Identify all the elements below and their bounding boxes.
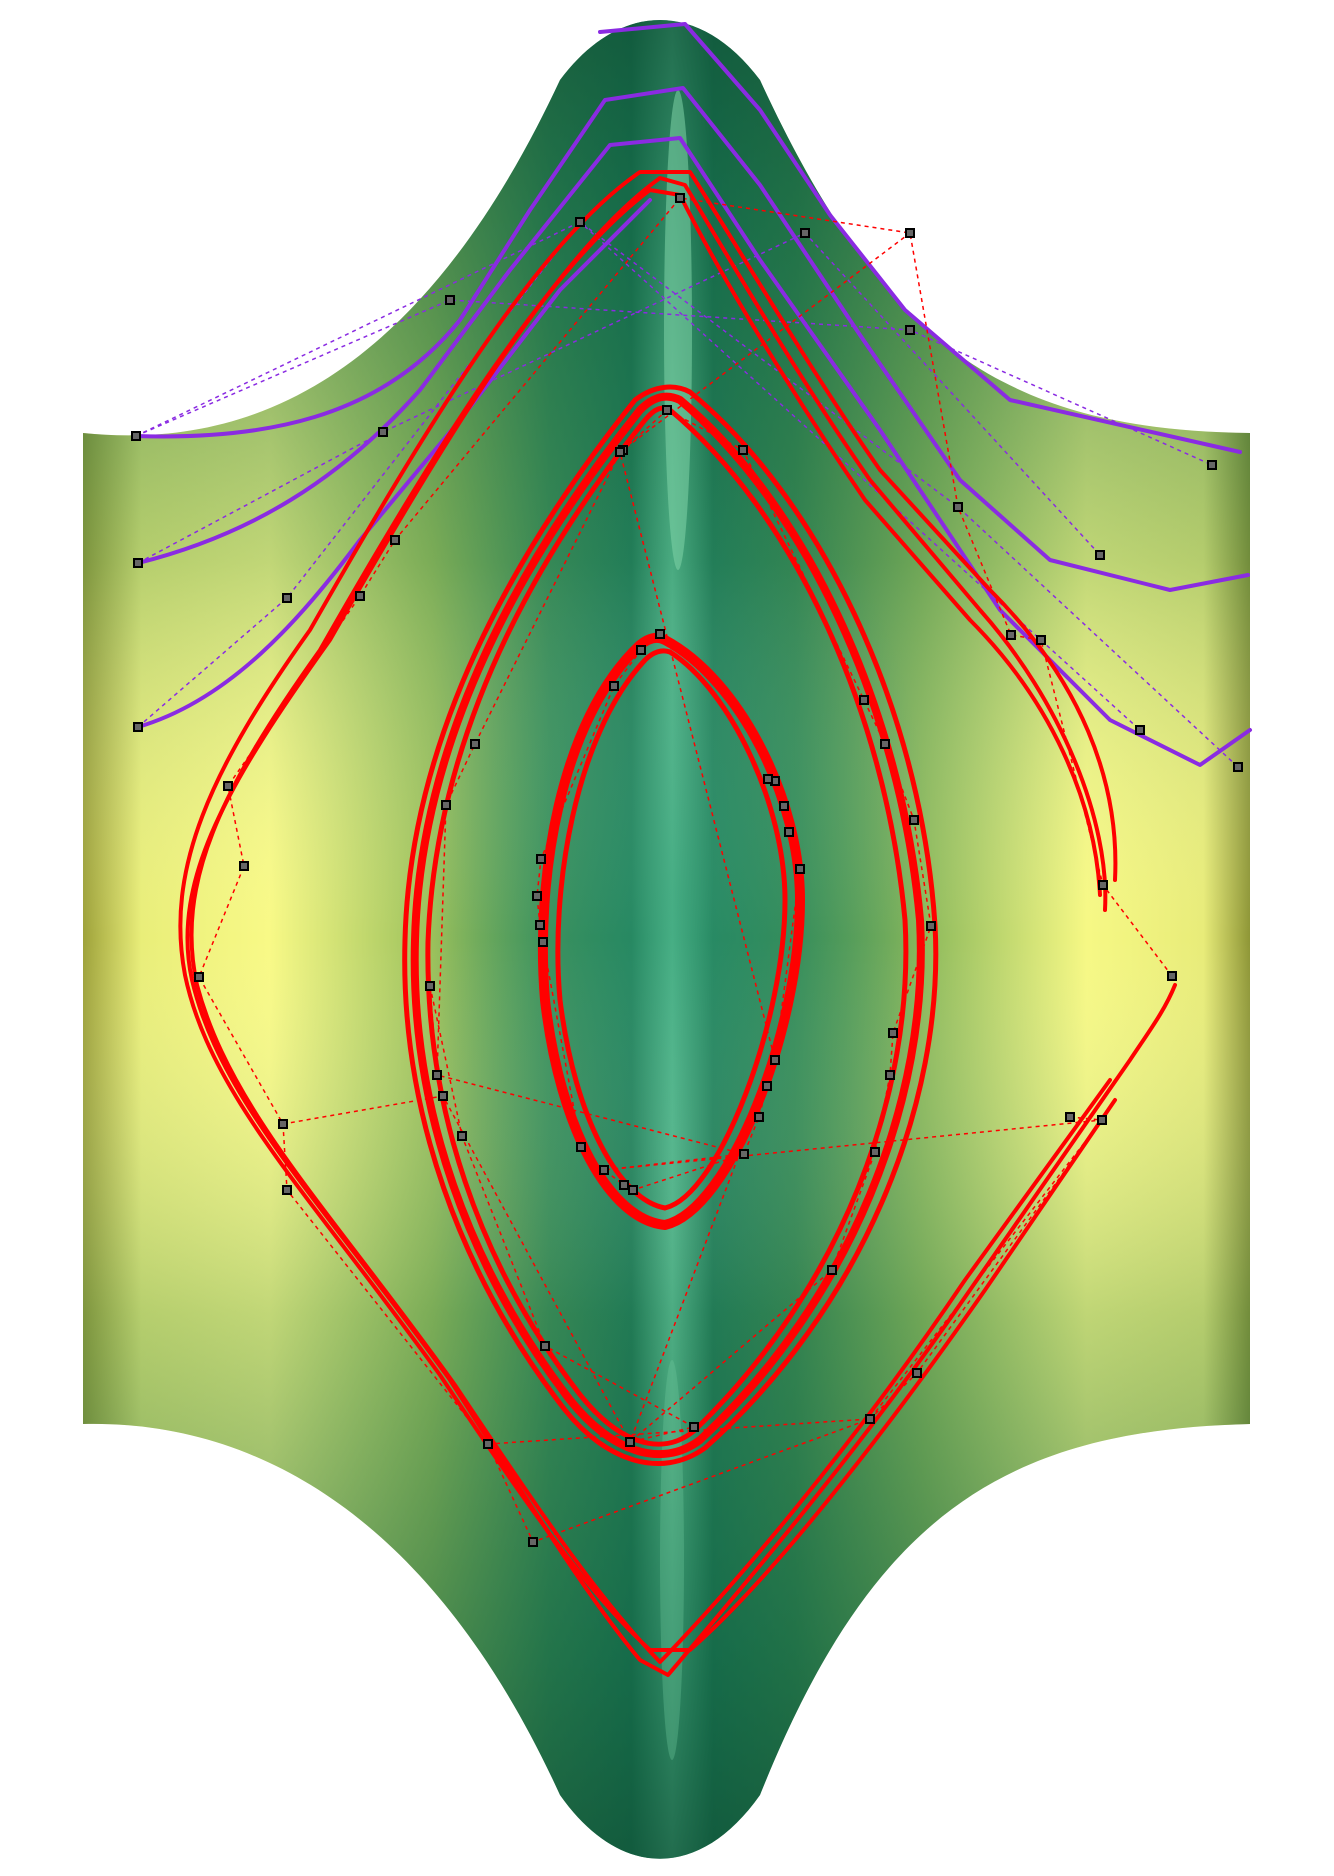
control-point-marker xyxy=(528,1537,538,1547)
control-point-marker xyxy=(912,1368,922,1378)
control-point-marker xyxy=(133,558,143,568)
control-point-marker xyxy=(880,739,890,749)
control-point-marker xyxy=(470,739,480,749)
control-point-marker xyxy=(763,774,773,784)
surface-basin-glow xyxy=(392,400,952,1440)
control-point-marker xyxy=(770,1055,780,1065)
control-point-marker xyxy=(457,1131,467,1141)
control-point-marker xyxy=(655,629,665,639)
control-point-marker xyxy=(609,681,619,691)
red-curves xyxy=(178,170,1177,1677)
red-control-polygon xyxy=(536,633,801,1191)
purple-curve xyxy=(134,86,1250,592)
control-point-marker xyxy=(762,1081,772,1091)
control-point-marker xyxy=(194,972,204,982)
control-point-marker xyxy=(827,1265,837,1275)
control-point-marker xyxy=(599,1165,609,1175)
purple-control-polygon xyxy=(135,221,1239,768)
control-point-marker xyxy=(619,1180,629,1190)
control-point-marker xyxy=(223,781,233,791)
control-point-marker xyxy=(1065,1112,1075,1122)
control-point-marker xyxy=(438,1091,448,1101)
control-point-marker xyxy=(575,217,585,227)
control-point-marker xyxy=(1095,550,1105,560)
red-outer-curve xyxy=(178,170,1118,1652)
control-point-marker xyxy=(795,864,805,874)
control-point-marker xyxy=(1006,630,1016,640)
control-point-marker xyxy=(909,815,919,825)
control-point-marker xyxy=(625,1437,635,1447)
purple-control-polygon xyxy=(135,299,1213,466)
control-point-marker xyxy=(540,1341,550,1351)
control-point-marker xyxy=(483,1439,493,1449)
control-point-marker xyxy=(953,502,963,512)
red-inner-loop xyxy=(537,632,805,1230)
purple-curve xyxy=(598,22,1242,454)
control-point-marker xyxy=(532,891,542,901)
control-point-marker xyxy=(282,593,292,603)
control-point-marker xyxy=(800,228,810,238)
control-point-marker xyxy=(131,431,141,441)
red-middle-loop xyxy=(425,405,909,1447)
control-point-marker xyxy=(278,1119,288,1129)
control-point-marker xyxy=(355,591,365,601)
surface-ridge-highlight-lower xyxy=(660,1360,684,1760)
control-point-marker xyxy=(1098,880,1108,890)
control-point-marker xyxy=(538,937,548,947)
control-point-marker xyxy=(536,854,546,864)
red-control-polygon xyxy=(436,1074,1104,1445)
control-point-marker xyxy=(1036,635,1046,645)
control-point-marker xyxy=(689,1422,699,1432)
control-point-marker xyxy=(390,535,400,545)
control-point-marker xyxy=(675,193,685,203)
purple-control-polygons xyxy=(135,220,1239,768)
control-point-marker xyxy=(885,1070,895,1080)
red-control-polygon xyxy=(282,232,911,1444)
control-point-marker xyxy=(282,1185,292,1195)
red-middle-loop xyxy=(410,392,925,1459)
control-point-marker xyxy=(870,1147,880,1157)
control-point-marker xyxy=(1167,971,1177,981)
control-point-marker xyxy=(432,1070,442,1080)
control-point-marker xyxy=(754,1112,764,1122)
purple-control-polygon xyxy=(137,232,1101,564)
control-point-marker xyxy=(926,921,936,931)
control-point-marker xyxy=(888,1028,898,1038)
purple-control-polygon xyxy=(137,220,1141,731)
control-point-marker xyxy=(576,1142,586,1152)
surface-ridge-highlight xyxy=(664,90,692,570)
control-point-marker xyxy=(441,800,451,810)
control-point-marker xyxy=(739,1149,749,1159)
control-point-marker xyxy=(859,695,869,705)
control-point-marker xyxy=(905,228,915,238)
control-point-marker xyxy=(738,445,748,455)
control-point-marker xyxy=(1135,725,1145,735)
control-point-marker xyxy=(615,447,625,457)
control-point-marker xyxy=(445,295,455,305)
control-point-marker xyxy=(1097,1115,1107,1125)
control-point-marker xyxy=(378,427,388,437)
control-point-marker xyxy=(779,801,789,811)
red-control-polygons xyxy=(198,197,1173,1543)
purple-curve xyxy=(136,136,1252,767)
red-outer-curve xyxy=(185,176,1177,1677)
control-point-marker xyxy=(662,405,672,415)
control-point-marker xyxy=(905,325,915,335)
control-point-marker xyxy=(425,981,435,991)
control-point-marker xyxy=(133,722,143,732)
control-point-marker xyxy=(1233,762,1243,772)
control-point-markers xyxy=(131,193,1243,1547)
control-point-marker xyxy=(239,861,249,871)
red-outer-curve xyxy=(189,188,1112,1664)
control-point-marker xyxy=(636,645,646,655)
control-point-marker xyxy=(628,1185,638,1195)
control-point-marker xyxy=(1207,460,1217,470)
control-point-marker xyxy=(784,827,794,837)
control-point-marker xyxy=(535,920,545,930)
control-point-marker xyxy=(865,1414,875,1424)
